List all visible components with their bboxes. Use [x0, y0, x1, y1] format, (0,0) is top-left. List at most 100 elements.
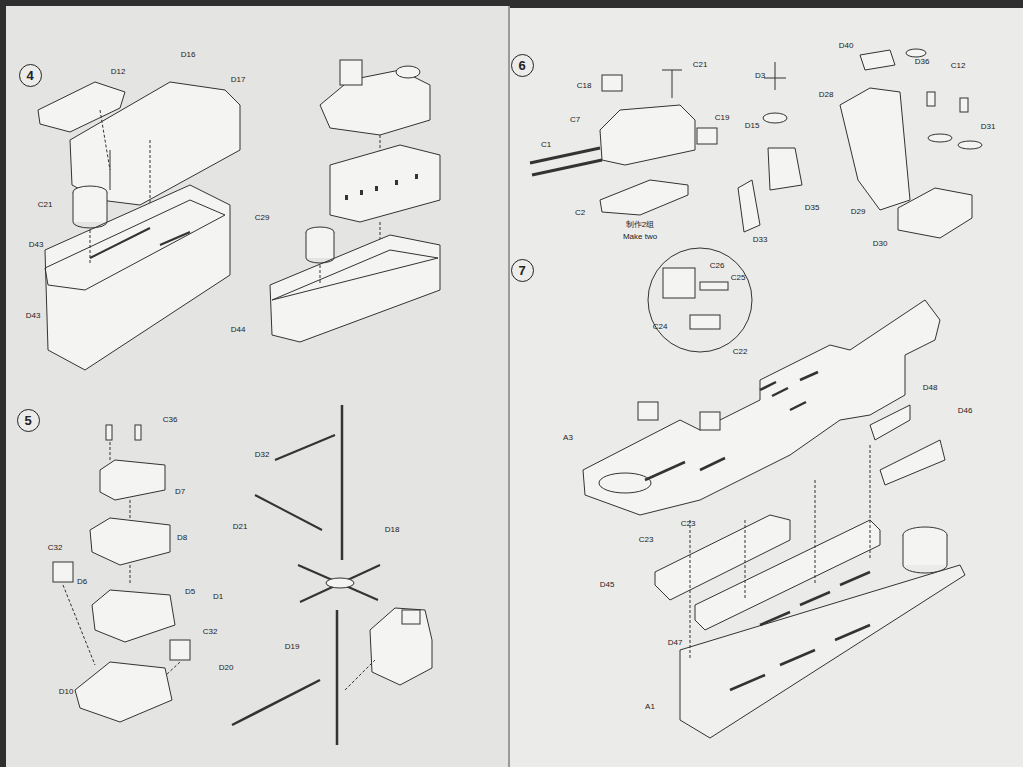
part-label-box: D29 — [851, 208, 866, 216]
line-art — [800, 592, 830, 605]
step-number: 5 — [17, 409, 40, 432]
line-art — [672, 70, 673, 98]
line-art — [130, 565, 131, 585]
step-number-text: 6 — [518, 58, 525, 73]
part-label-box: C21 — [693, 61, 708, 69]
line-art — [45, 200, 225, 290]
part-number: D32 — [255, 450, 270, 459]
line-art — [330, 145, 440, 222]
line-art — [760, 382, 776, 390]
line-art — [45, 185, 230, 370]
line-art — [906, 49, 926, 57]
line-art — [599, 473, 651, 493]
line-art — [336, 610, 339, 745]
part-label-box: C7 — [570, 116, 580, 124]
line-art — [928, 134, 952, 142]
part-number: D17 — [231, 75, 246, 84]
part-number: D16 — [181, 50, 196, 59]
line-art — [903, 535, 904, 565]
line-art — [680, 565, 965, 738]
part-label-box: D30 — [873, 240, 888, 248]
part-number: C19 — [715, 113, 730, 122]
part-number: D45 — [600, 580, 615, 589]
line-art — [90, 228, 150, 258]
part-number: D19 — [285, 642, 300, 651]
part-label-box: D43 — [26, 312, 41, 320]
part-label-box: D31 — [981, 123, 996, 131]
line-art — [638, 402, 658, 420]
part-label-box: D7 — [175, 488, 185, 496]
line-art — [396, 66, 420, 78]
part-label-box: C12 — [951, 62, 966, 70]
line-art — [375, 186, 378, 191]
line-art — [903, 535, 947, 565]
part-label-box: C19 — [715, 114, 730, 122]
part-number: D3 — [755, 71, 765, 80]
line-art — [334, 232, 335, 258]
line-art — [100, 110, 110, 170]
part-number: A3 — [563, 433, 573, 442]
line-art — [270, 235, 440, 342]
line-art — [306, 232, 334, 258]
line-art — [840, 572, 870, 585]
part-label-box: C25 — [731, 274, 746, 282]
part-number: D29 — [851, 207, 866, 216]
part-number: C32 — [48, 543, 63, 552]
part-number: C36 — [163, 415, 178, 424]
line-art — [508, 6, 510, 767]
part-label-box: C21 — [38, 201, 53, 209]
line-art — [898, 188, 972, 238]
part-number: C2 — [575, 208, 585, 217]
part-number: C21 — [693, 60, 708, 69]
line-art — [860, 50, 895, 70]
line-art — [345, 660, 375, 690]
part-number: C1 — [541, 140, 551, 149]
part-label-box: D20 — [219, 664, 234, 672]
part-number: D20 — [219, 663, 234, 672]
line-art — [645, 372, 818, 480]
step-number: 6 — [511, 54, 534, 77]
part-label-box: 制作2组 — [626, 221, 654, 229]
part-number: C12 — [951, 61, 966, 70]
line-art — [764, 78, 786, 79]
part-label-box: D3 — [755, 72, 765, 80]
line-art — [92, 590, 175, 642]
part-number: D21 — [233, 522, 248, 531]
line-art — [815, 480, 816, 585]
line-art — [602, 75, 622, 91]
step-number-text: 7 — [518, 263, 525, 278]
part-label-box: D40 — [839, 42, 854, 50]
part-label-box: D1 — [213, 593, 223, 601]
line-art — [690, 315, 720, 329]
part-number: C7 — [570, 115, 580, 124]
step-number: 7 — [511, 259, 534, 282]
part-number: D48 — [923, 383, 938, 392]
line-art — [320, 265, 321, 285]
line-art — [835, 625, 870, 640]
part-number: D8 — [177, 533, 187, 542]
part-number: D35 — [805, 203, 820, 212]
line-art — [648, 248, 752, 352]
line-art — [160, 232, 190, 245]
line-art — [340, 60, 362, 85]
line-art — [70, 82, 240, 205]
line-art — [780, 650, 815, 665]
part-number: D40 — [839, 41, 854, 50]
part-label-box: D47 — [668, 639, 683, 647]
line-art — [272, 250, 438, 300]
part-label-box: D18 — [385, 526, 400, 534]
part-number: A1 — [645, 702, 655, 711]
line-art — [275, 435, 335, 460]
part-label-box: C22 — [733, 348, 748, 356]
part-number: D44 — [231, 325, 246, 334]
step-4-art — [38, 60, 440, 370]
line-art — [600, 105, 695, 165]
line-art — [402, 610, 420, 624]
part-number: D7 — [175, 487, 185, 496]
line-art — [772, 388, 788, 396]
line-art — [415, 174, 418, 179]
line-art — [763, 113, 787, 123]
part-number: C22 — [733, 347, 748, 356]
part-number: D43 — [26, 311, 41, 320]
line-art — [760, 612, 790, 625]
